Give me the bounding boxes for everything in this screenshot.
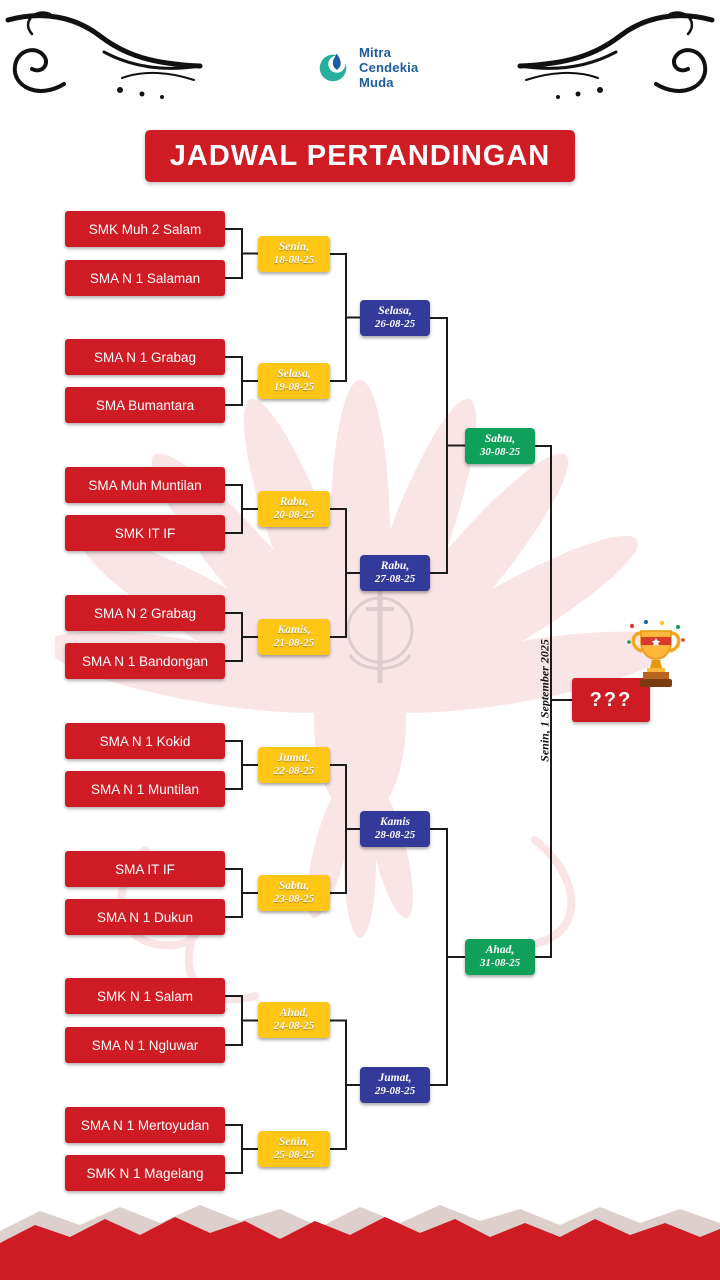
logo-drop-icon <box>319 53 347 82</box>
team-box: SMA N 1 Mertoyudan <box>65 1107 225 1143</box>
team-box: SMK N 1 Magelang <box>65 1155 225 1191</box>
semifinal-date-box: Ahad, 31-08-25 <box>465 939 535 975</box>
match-date: 19-08-25 <box>273 381 315 393</box>
final-date-label: Senin, 1 September 2025 <box>537 639 552 762</box>
round2-date-box: Selasa, 26-08-25 <box>360 300 430 336</box>
team-box: SMA N 1 Salaman <box>65 260 225 296</box>
team-box: SMA N 1 Muntilan <box>65 771 225 807</box>
match-date: 29-08-25 <box>374 1085 416 1097</box>
round1-date-box: Senin, 18-08-25 <box>258 236 330 272</box>
team-box: SMA IT IF <box>65 851 225 887</box>
flourish-left-icon <box>5 11 203 99</box>
match-day: Sabtu, <box>278 880 310 892</box>
team-box: SMK Muh 2 Salam <box>65 211 225 247</box>
team-box: SMA N 1 Kokid <box>65 723 225 759</box>
team-box: SMK IT IF <box>65 515 225 551</box>
logo-line2: Cendekia <box>359 59 419 75</box>
match-date: 24-08-25 <box>273 1020 315 1032</box>
team-box: SMA N 1 Dukun <box>65 899 225 935</box>
round1-date-box: Kamis, 21-08-25 <box>258 619 330 655</box>
match-day: Rabu, <box>279 496 309 508</box>
round1-date-box: Jumat, 22-08-25 <box>258 747 330 783</box>
match-date: 27-08-25 <box>374 573 416 585</box>
round1-date-box: Ahad, 24-08-25 <box>258 1002 330 1038</box>
logo-line3: Muda <box>359 74 394 90</box>
round1-date-box: Sabtu, 23-08-25 <box>258 875 330 911</box>
team-box: SMA N 1 Bandongan <box>65 643 225 679</box>
trophy-icon <box>627 620 685 687</box>
champion-box: ??? <box>572 678 650 722</box>
match-day: Sabtu, <box>484 433 516 445</box>
torn-paper-edge <box>0 1205 720 1280</box>
match-day: Ahad, <box>279 1007 309 1019</box>
team-box: SMA N 1 Ngluwar <box>65 1027 225 1063</box>
match-date: 20-08-25 <box>273 509 315 521</box>
match-date: 28-08-25 <box>374 829 416 841</box>
team-box: SMA N 2 Grabag <box>65 595 225 631</box>
match-day: Senin, <box>278 1136 310 1148</box>
round1-date-box: Senin, 25-08-25 <box>258 1131 330 1167</box>
round2-date-box: Jumat, 29-08-25 <box>360 1067 430 1103</box>
match-day: Senin, <box>278 241 310 253</box>
match-date: 31-08-25 <box>479 957 521 969</box>
match-date: 21-08-25 <box>273 637 315 649</box>
crest-watermark-icon <box>346 587 414 683</box>
page-title: JADWAL PERTANDINGAN <box>145 130 575 182</box>
match-day: Selasa, <box>378 305 412 317</box>
match-date: 26-08-25 <box>374 318 416 330</box>
round1-date-box: Selasa, 19-08-25 <box>258 363 330 399</box>
round1-date-box: Rabu, 20-08-25 <box>258 491 330 527</box>
match-date: 23-08-25 <box>273 893 315 905</box>
team-box: SMA Muh Muntilan <box>65 467 225 503</box>
round2-date-box: Kamis 28-08-25 <box>360 811 430 847</box>
logo-text: Mitra Cendekia Muda <box>359 45 418 90</box>
match-day: Kamis, <box>277 624 311 636</box>
match-day: Jumat, <box>277 752 311 764</box>
match-day: Ahad, <box>485 944 515 956</box>
match-day: Rabu, <box>380 560 410 572</box>
flourish-right-icon <box>517 11 715 99</box>
match-day: Selasa, <box>277 368 311 380</box>
round2-date-box: Rabu, 27-08-25 <box>360 555 430 591</box>
match-date: 22-08-25 <box>273 765 315 777</box>
semifinal-date-box: Sabtu, 30-08-25 <box>465 428 535 464</box>
match-date: 25-08-25 <box>273 1149 315 1161</box>
team-box: SMA N 1 Grabag <box>65 339 225 375</box>
team-box: SMK N 1 Salam <box>65 978 225 1014</box>
match-date: 30-08-25 <box>479 446 521 458</box>
logo-line1: Mitra <box>359 44 392 60</box>
organizer-logo: Mitra Cendekia Muda <box>314 44 418 90</box>
match-date: 18-08-25 <box>273 254 315 266</box>
match-day: Jumat, <box>378 1072 412 1084</box>
match-day: Kamis <box>379 816 411 828</box>
team-box: SMA Bumantara <box>65 387 225 423</box>
